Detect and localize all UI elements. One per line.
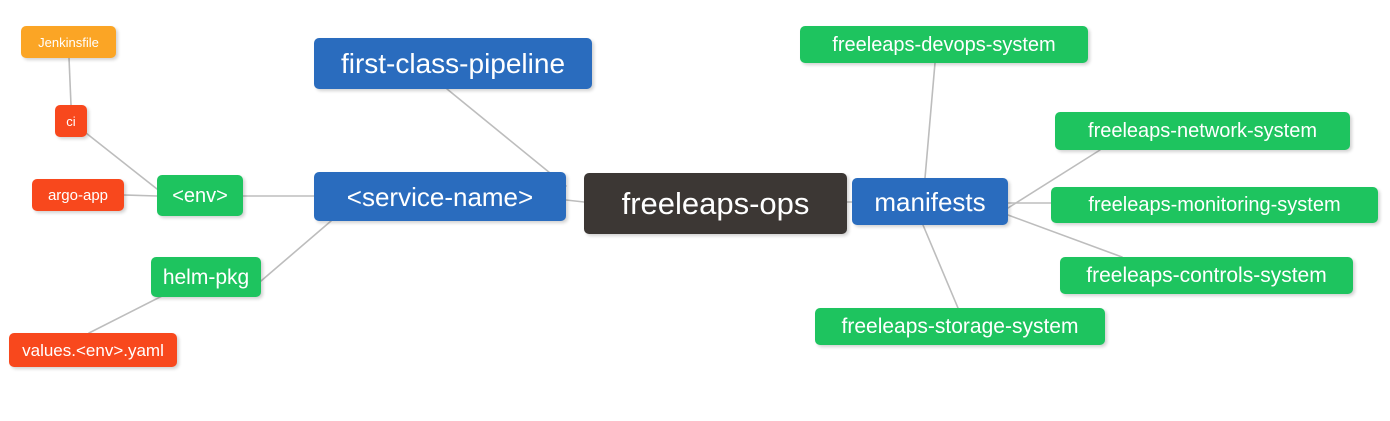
node-helm-pkg[interactable]: helm-pkg: [151, 257, 261, 297]
node-label-manifests: manifests: [874, 186, 986, 217]
node-label-argo-app: argo-app: [47, 186, 109, 204]
node-jenkinsfile[interactable]: Jenkinsfile: [21, 26, 116, 58]
edge-manifests-to-freeleaps-devops-system: [924, 62, 936, 179]
node-label-freeleaps-controls-system: freeleaps-controls-system: [1086, 264, 1327, 287]
edge-service-name-to-freeleaps-ops: [565, 199, 585, 203]
node-ci[interactable]: ci: [55, 105, 87, 137]
node-freeleaps-network-system[interactable]: freeleaps-network-system: [1055, 112, 1350, 150]
node-manifests[interactable]: manifests: [852, 178, 1008, 225]
node-label-freeleaps-ops: freeleaps-ops: [621, 186, 810, 221]
node-first-class-pipeline[interactable]: first-class-pipeline: [314, 38, 592, 89]
node-freeleaps-ops[interactable]: freeleaps-ops: [584, 173, 847, 234]
node-label-values-env-yaml: values.<env>.yaml: [22, 340, 164, 360]
node-freeleaps-monitoring-system[interactable]: freeleaps-monitoring-system: [1051, 187, 1378, 223]
node-service-name[interactable]: <service-name>: [314, 172, 566, 221]
node-label-freeleaps-monitoring-system: freeleaps-monitoring-system: [1088, 194, 1341, 216]
node-label-helm-pkg: helm-pkg: [162, 265, 250, 289]
node-label-freeleaps-network-system: freeleaps-network-system: [1088, 120, 1317, 142]
node-argo-app[interactable]: argo-app: [32, 179, 124, 211]
node-label-jenkinsfile: Jenkinsfile: [38, 34, 99, 50]
node-env[interactable]: <env>: [157, 175, 243, 216]
node-freeleaps-controls-system[interactable]: freeleaps-controls-system: [1060, 257, 1353, 294]
edge-argo-app-to-env: [123, 194, 158, 197]
edge-jenkinsfile-to-ci: [68, 57, 72, 106]
node-freeleaps-devops-system[interactable]: freeleaps-devops-system: [800, 26, 1088, 63]
edge-helm-pkg-to-values-env-yaml: [88, 293, 167, 334]
node-label-freeleaps-storage-system: freeleaps-storage-system: [841, 315, 1079, 338]
edge-service-name-to-helm-pkg: [260, 220, 332, 282]
node-label-service-name: <service-name>: [346, 181, 534, 212]
node-label-env: <env>: [172, 184, 228, 207]
node-freeleaps-storage-system[interactable]: freeleaps-storage-system: [815, 308, 1105, 345]
node-label-ci: ci: [66, 113, 76, 129]
edge-manifests-to-freeleaps-storage-system: [922, 224, 959, 309]
node-label-freeleaps-devops-system: freeleaps-devops-system: [832, 33, 1056, 56]
node-values-env-yaml[interactable]: values.<env>.yaml: [9, 333, 177, 367]
node-label-first-class-pipeline: first-class-pipeline: [340, 47, 566, 79]
